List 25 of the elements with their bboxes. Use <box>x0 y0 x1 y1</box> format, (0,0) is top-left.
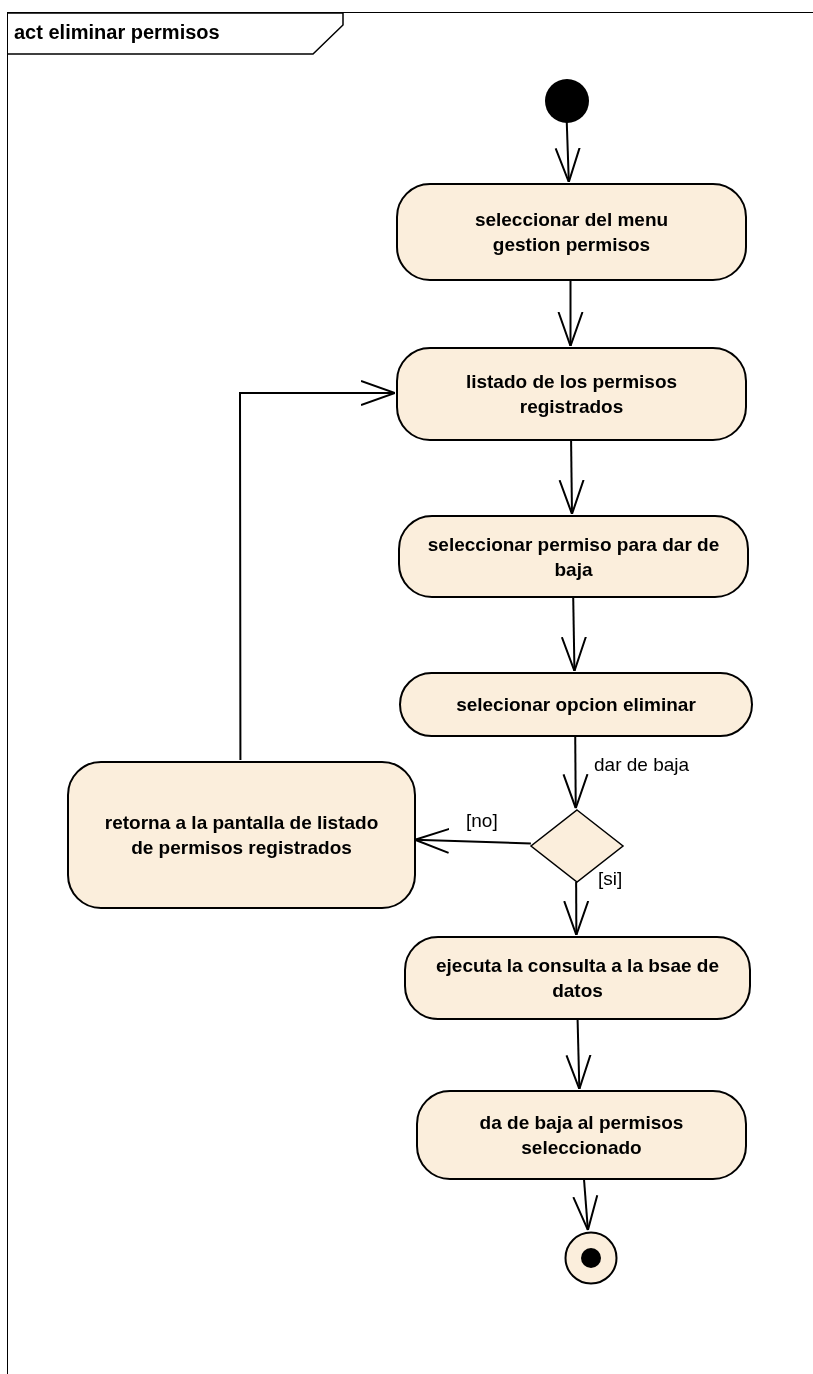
arrow <box>562 735 589 810</box>
frame-title: act eliminar permisos <box>14 21 220 44</box>
action-box <box>67 761 416 909</box>
arrow <box>572 1178 599 1232</box>
action-text: da de baja al permisos seleccionado <box>478 1111 685 1160</box>
arrow <box>560 596 587 672</box>
action-box <box>396 183 747 281</box>
arrow <box>563 880 590 936</box>
action-box <box>396 347 747 441</box>
action-box <box>398 515 749 598</box>
arrow <box>554 121 581 183</box>
arrow <box>558 439 585 515</box>
arrow <box>557 279 584 347</box>
action-box <box>404 936 751 1020</box>
action-text: seleccionar permiso para dar de baja <box>426 532 721 582</box>
arrow <box>414 827 532 854</box>
activity-frame <box>7 12 813 1374</box>
action-box <box>416 1090 747 1180</box>
arrow <box>239 380 396 761</box>
action-text: listado de los permisos registrados <box>464 370 679 419</box>
action-text: selecionar opcion eliminar <box>455 693 697 717</box>
arrow <box>565 1018 592 1090</box>
action-text: ejecuta la consulta a la bsae de datos <box>435 954 720 1003</box>
action-text: retorna a la pantalla de listado de permisos registrados <box>103 811 380 860</box>
action-text: seleccionar del menu gestion permisos <box>473 208 670 257</box>
